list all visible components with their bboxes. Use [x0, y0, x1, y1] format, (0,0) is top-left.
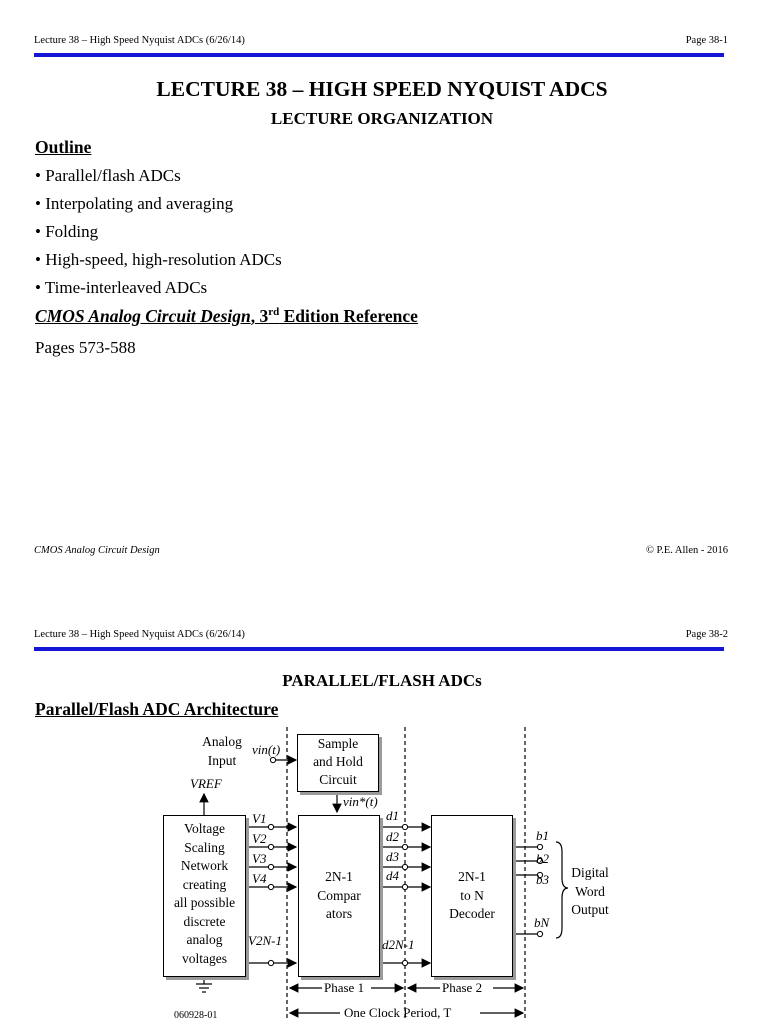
digital-output-label: Digital Word Output — [571, 865, 609, 917]
bullet-item: • Parallel/flash ADCs — [35, 166, 181, 185]
b-label: bN — [534, 915, 550, 930]
decoder-box: 2N-1 to N Decoder — [431, 815, 513, 977]
page1-title: LECTURE 38 – HIGH SPEED NYQUIST ADCS — [156, 77, 608, 101]
bullet-item: • Folding — [35, 222, 99, 241]
page1-footer-left: CMOS Analog Circuit Design — [34, 545, 160, 556]
page1-header-rule — [34, 53, 724, 57]
page1-subtitle: LECTURE ORGANIZATION — [270, 109, 494, 128]
page2-header-left: Lecture 38 – High Speed Nyquist ADCs (6/… — [34, 629, 245, 640]
section-heading: Parallel/Flash ADC Architecture — [35, 699, 279, 719]
reference-sup: rd — [268, 306, 280, 319]
page2-header-right: Page 38-2 — [685, 629, 728, 640]
outline-heading: Outline — [35, 137, 92, 157]
phase2-label: Phase 2 — [442, 980, 483, 995]
phase1-label: Phase 1 — [324, 980, 365, 995]
page1-footer-right: © P.E. Allen - 2016 — [645, 545, 728, 556]
v-label: V1 — [252, 811, 267, 826]
bullet-item: • Interpolating and averaging — [35, 194, 234, 213]
v-label: V3 — [252, 851, 267, 866]
comparators-box: 2N-1 Compar ators — [298, 815, 380, 977]
analog-input-label: Analog Input — [202, 734, 242, 768]
sample-hold-box: Sample and Hold Circuit — [297, 734, 379, 792]
reference-pages: Pages 573-588 — [35, 338, 136, 357]
page1-header-right: Page 38-1 — [685, 35, 728, 46]
reference-rest: Edition Reference — [279, 306, 418, 326]
figure-id: 060928-01 — [174, 1010, 218, 1021]
page2-header-rule — [34, 647, 724, 651]
b-label: b2 — [536, 851, 549, 866]
d-label: d2N-1 — [382, 937, 415, 952]
d-label: d1 — [386, 808, 399, 823]
vref-label: VREF — [190, 776, 222, 791]
vin-label: vin(t) — [252, 742, 281, 757]
bullet-item: • Time-interleaved ADCs — [35, 278, 208, 297]
d-label: d3 — [386, 849, 399, 864]
b-label: b1 — [536, 828, 549, 843]
page2-title: PARALLEL/FLASH ADCs — [282, 671, 482, 690]
v-label: V2 — [252, 831, 267, 846]
clock-period-label: One Clock Period, T — [344, 1005, 452, 1020]
page1-header-left: Lecture 38 – High Speed Nyquist ADCs (6/… — [34, 35, 245, 46]
vin-star-label: vin*(t) — [343, 794, 378, 809]
d-label: d4 — [386, 868, 399, 883]
d-label: d2 — [386, 829, 399, 844]
b-label: b3 — [536, 872, 549, 887]
v-label: V4 — [252, 871, 267, 886]
reference-edition: , 3 — [250, 306, 269, 326]
bullet-item: • High-speed, high-resolution ADCs — [35, 250, 282, 269]
voltage-scaling-network-box: Voltage Scaling Network creating all pos… — [163, 815, 246, 977]
v-label: V2N-1 — [248, 933, 282, 948]
reference-book-title: CMOS Analog Circuit Design — [35, 306, 251, 326]
reference-heading: CMOS Analog Circuit Design, 3rd Edition … — [35, 306, 418, 327]
